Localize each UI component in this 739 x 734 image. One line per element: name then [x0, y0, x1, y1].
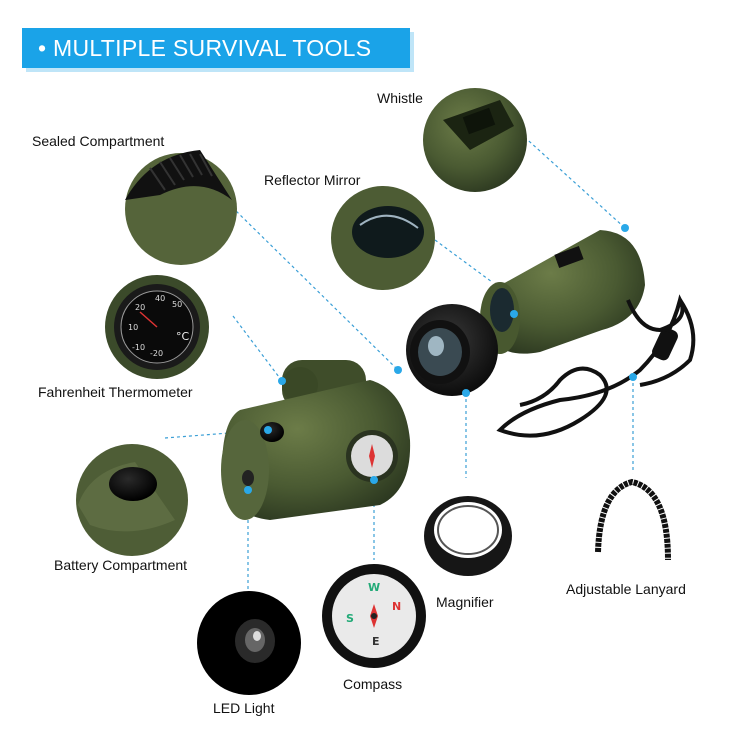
svg-text:-10: -10 [132, 343, 145, 352]
svg-text:S: S [346, 612, 354, 625]
label-reflector-mirror: Reflector Mirror [264, 172, 361, 188]
callout-dots [244, 224, 637, 494]
tool-main-body [221, 360, 411, 520]
svg-text:°C: °C [176, 330, 190, 343]
magnifier-cap [406, 304, 498, 396]
magnifier-ring-detail [424, 496, 512, 576]
label-fahrenheit-thermometer: Fahrenheit Thermometer [38, 384, 193, 400]
label-whistle: Whistle [377, 90, 423, 106]
svg-text:E: E [372, 635, 380, 648]
tool-whistle-body [480, 230, 645, 354]
svg-text:50: 50 [172, 300, 182, 309]
label-magnifier: Magnifier [436, 594, 494, 610]
battery-compartment-detail-circle [76, 444, 188, 556]
svg-text:-20: -20 [150, 349, 163, 358]
svg-text:40: 40 [155, 294, 165, 303]
label-led-light: LED Light [213, 700, 275, 716]
sealed-compartment-detail-circle [125, 150, 237, 265]
label-sealed-compartment: Sealed Compartment [32, 133, 165, 149]
led-light-detail-circle [197, 591, 301, 695]
whistle-detail-circle [423, 88, 527, 192]
lanyard-cord [496, 294, 696, 438]
banner-title: • MULTIPLE SURVIVAL TOOLS [38, 35, 372, 61]
title-banner: • MULTIPLE SURVIVAL TOOLS [22, 28, 410, 68]
label-battery-compartment: Battery Compartment [54, 557, 188, 573]
reflector-mirror-detail-circle [331, 186, 435, 290]
label-compass: Compass [343, 676, 403, 692]
compass-detail-circle: W N S E [322, 564, 426, 668]
svg-text:W: W [368, 581, 380, 594]
label-adjustable-lanyard: Adjustable Lanyard [566, 581, 686, 597]
svg-text:10: 10 [128, 323, 138, 332]
lanyard-detail-circle [582, 473, 686, 577]
thermometer-detail-circle: 20 40 50 10 -10 -20 °C [105, 275, 209, 379]
svg-text:N: N [392, 600, 401, 613]
svg-text:20: 20 [135, 303, 145, 312]
